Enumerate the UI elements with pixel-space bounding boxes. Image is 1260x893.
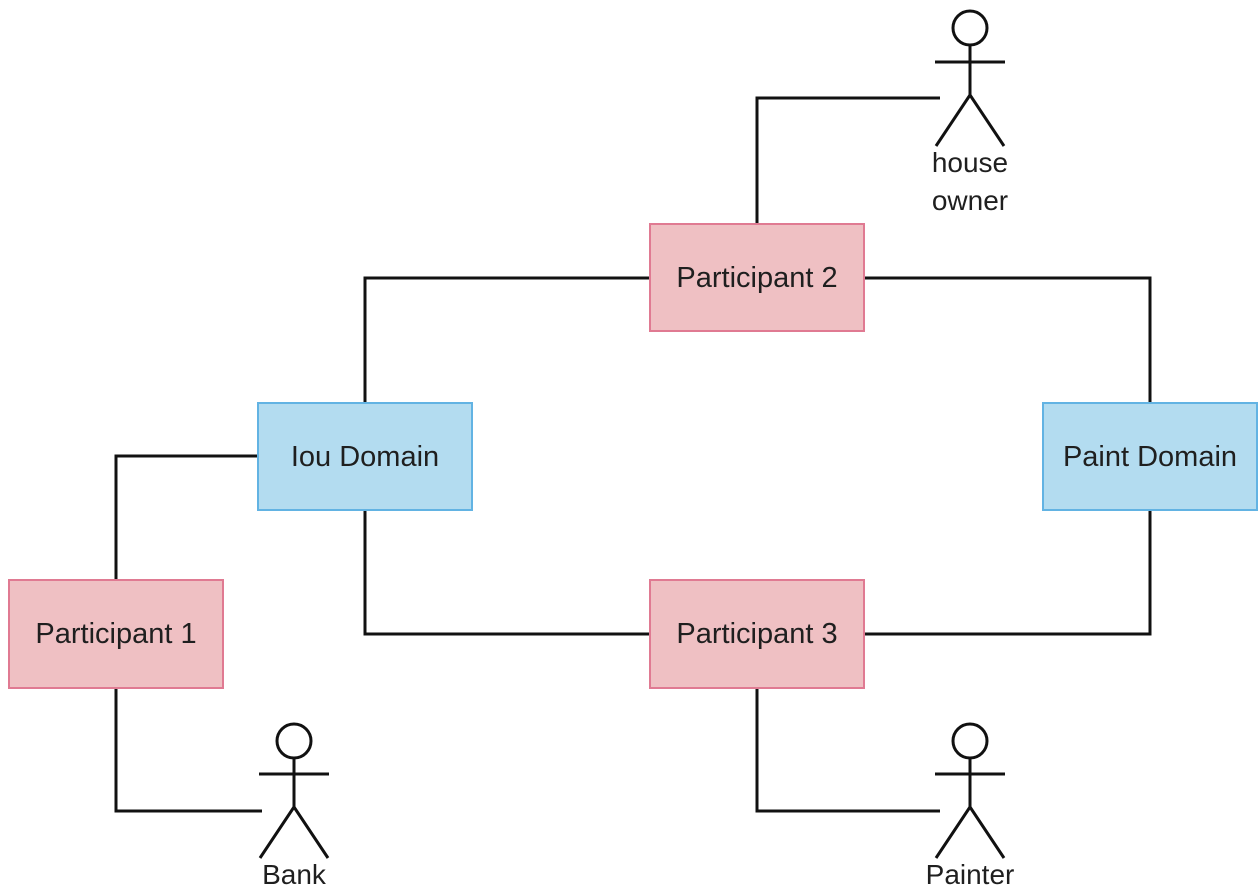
participant-3-node: Participant 3 [649,579,865,689]
edge-iou-domain-participant3 [363,510,650,636]
paint-domain-label: Paint Domain [1063,441,1237,473]
house-owner-label-line2: owner [932,185,1008,216]
participant-3-label: Participant 3 [676,618,837,650]
house-owner-label-line1: house [932,147,1008,178]
bank-label: Bank [262,859,327,890]
participant-1-label: Participant 1 [35,618,196,650]
stick-figure-icon [934,722,1006,859]
paint-domain-node: Paint Domain [1042,402,1258,511]
edge-participant2-house-owner [755,96,940,224]
edge-participant2-paint-domain [864,276,1152,403]
participant-2-label: Participant 2 [676,262,837,294]
stick-figure-icon [934,9,1006,147]
iou-domain-node: Iou Domain [257,402,473,511]
edge-participant3-painter [755,688,940,813]
participant-1-node: Participant 1 [8,579,224,689]
participant-2-node: Participant 2 [649,223,865,332]
connectors [114,96,1152,813]
house-owner-actor: house owner [932,9,1008,216]
edge-participant2-iou-domain [363,276,650,403]
iou-domain-label: Iou Domain [291,441,439,473]
stick-figure-icon [258,722,330,859]
painter-actor: Painter [926,722,1015,890]
edge-participant1-bank [114,688,262,813]
edge-iou-domain-participant1 [114,454,258,580]
edge-paint-domain-participant3 [864,510,1152,636]
painter-label: Painter [926,859,1015,890]
bank-actor: Bank [258,722,330,890]
